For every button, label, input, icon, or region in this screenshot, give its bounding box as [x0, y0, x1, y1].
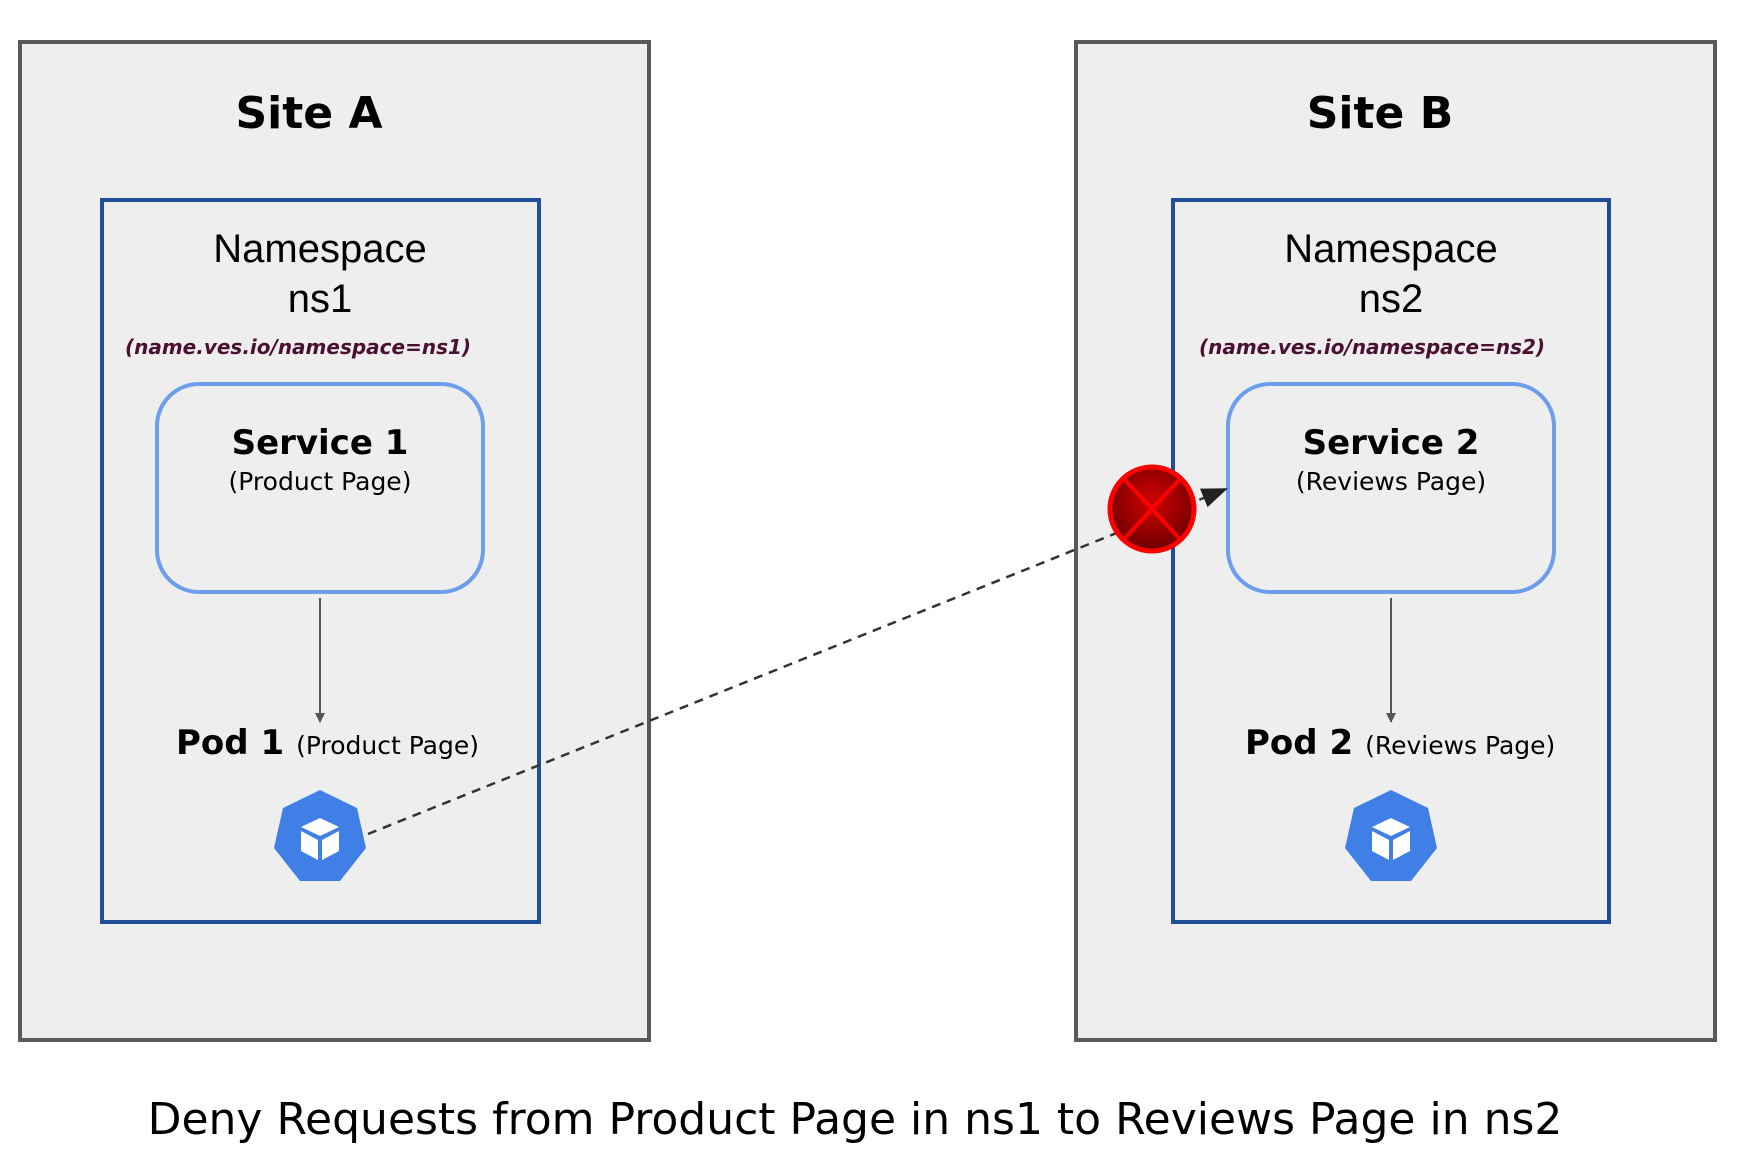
- namespace-label: Namespace: [213, 227, 426, 271]
- deny-x-icon: [1107, 464, 1197, 554]
- namespace-ns1-box: [100, 198, 541, 924]
- pod-1-desc: (Product Page): [296, 731, 479, 760]
- namespace-selector: (name.ves.io/namespace=ns2): [1199, 335, 1545, 359]
- service-1-desc: (Product Page): [229, 467, 412, 496]
- service-2-name: Service 2: [1303, 423, 1480, 463]
- service-2-box: [1226, 382, 1556, 594]
- request-arrow: [367, 487, 1228, 836]
- service-2-desc: (Reviews Page): [1296, 467, 1486, 496]
- site-b-title: Site B: [1307, 88, 1454, 139]
- site-a-title: Site A: [235, 88, 382, 139]
- pod-2-desc: (Reviews Page): [1365, 731, 1555, 760]
- pod-1-label: Pod 1 (Product Page): [176, 723, 479, 763]
- diagram-caption: Deny Requests from Product Page in ns1 t…: [148, 1094, 1563, 1145]
- namespace-name: ns1: [288, 277, 353, 321]
- namespace-selector: (name.ves.io/namespace=ns1): [125, 335, 471, 359]
- namespace-label: Namespace: [1284, 227, 1497, 271]
- pod-2-label: Pod 2 (Reviews Page): [1245, 723, 1555, 763]
- pod-1-name: Pod 1: [176, 723, 284, 763]
- site-a-box: [18, 40, 651, 1042]
- namespace-ns2-box: [1171, 198, 1611, 924]
- service-1-box: [155, 382, 485, 594]
- site-a: Site A Namespace ns1 (name.ves.io/namesp…: [18, 40, 651, 1042]
- service-1-name: Service 1: [232, 423, 409, 463]
- namespace-name: ns2: [1359, 277, 1424, 321]
- pod-2-name: Pod 2: [1245, 723, 1353, 763]
